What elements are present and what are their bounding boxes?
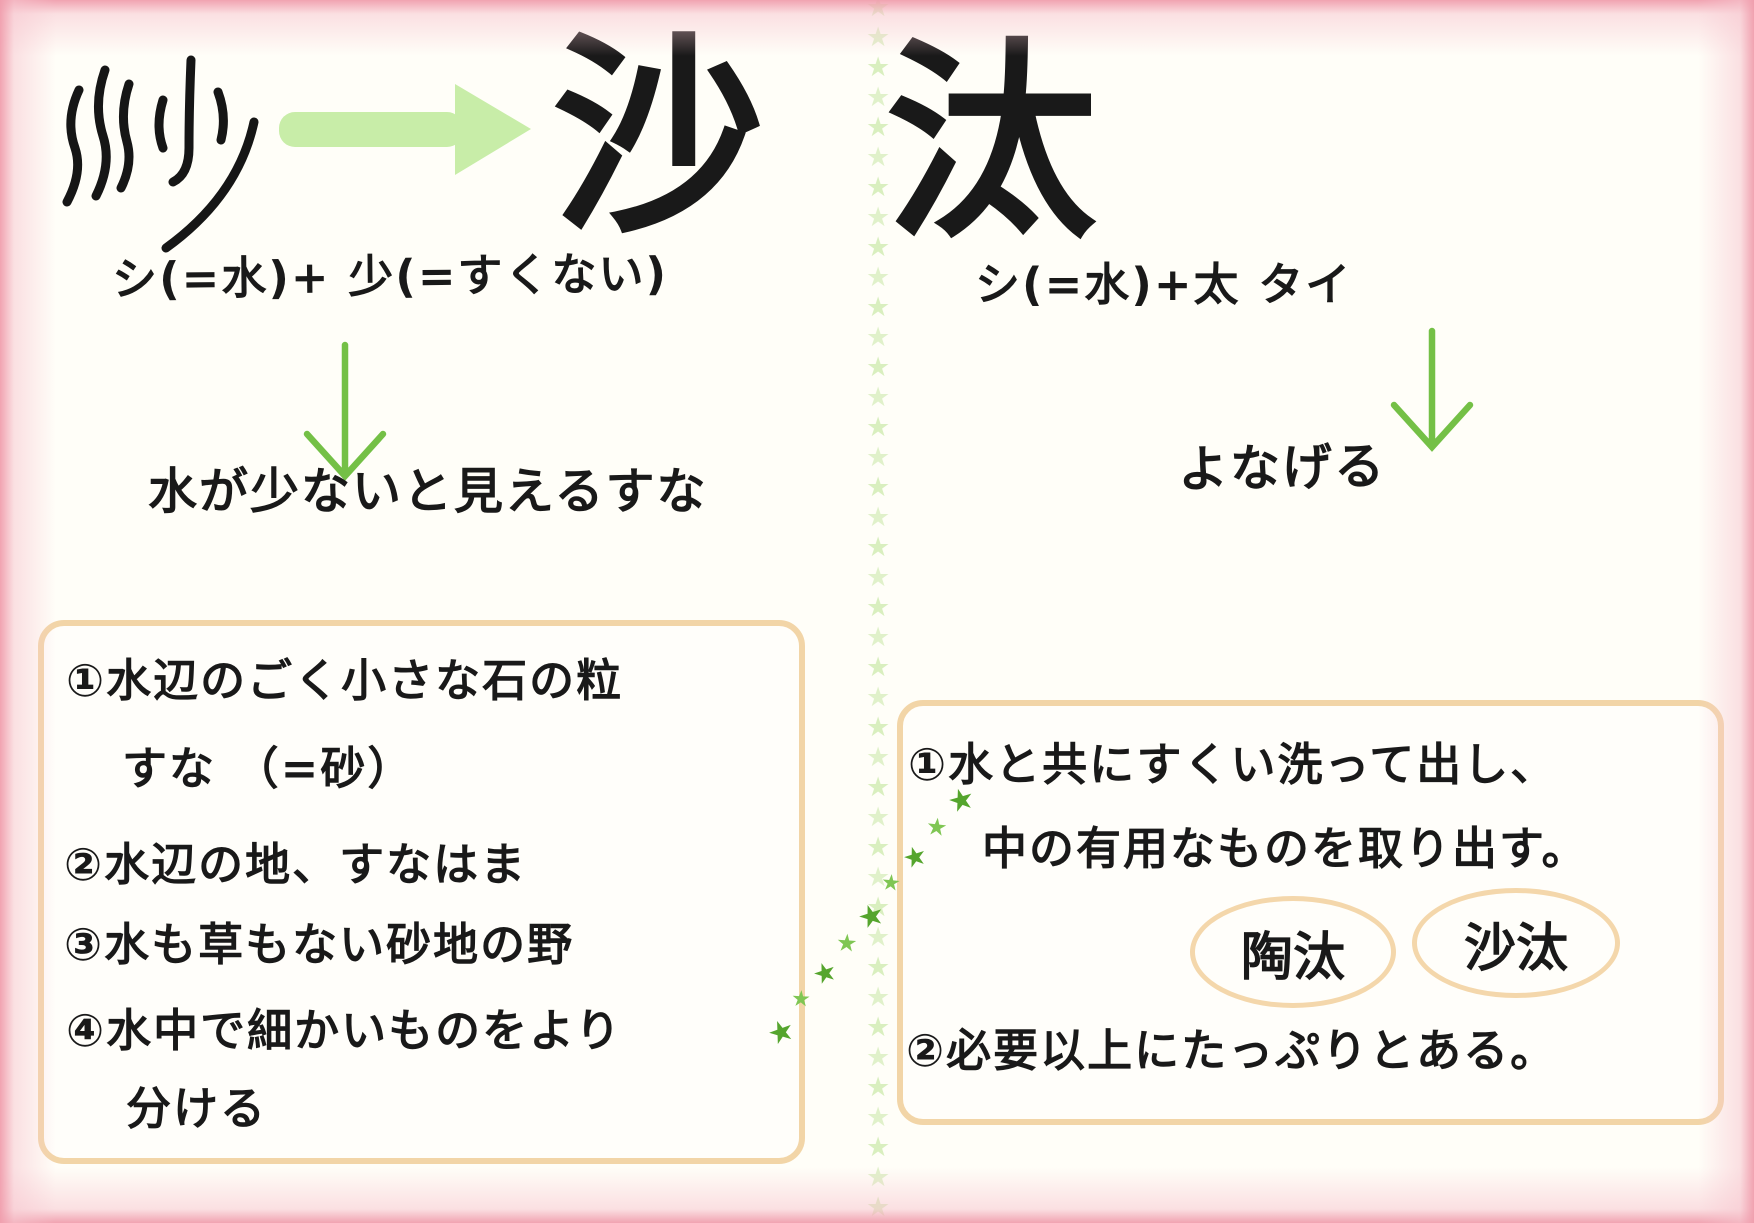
down-arrow-right — [1390, 327, 1474, 452]
left-gloss: 水が少ないと見えるすな — [148, 463, 708, 520]
circled-word-sata: 沙汰 — [1412, 888, 1620, 998]
right-reading: よなげる — [1177, 437, 1387, 499]
circled-word-touta-label: 陶汰 — [1240, 927, 1345, 988]
left-formula: シ(=水)+ 少(=すくない) — [111, 247, 669, 306]
left-def-line-6: 分ける — [126, 1082, 268, 1135]
left-big-kanji: 沙 — [552, 14, 764, 261]
left-def-line-4: ③水も草もない砂地の野 — [64, 918, 575, 971]
left-definition-box — [38, 620, 805, 1164]
right-arrow — [279, 84, 531, 175]
right-def-line-2: 中の有用なものを取り出す。 — [982, 822, 1589, 875]
circled-word-touta: 陶汰 — [1190, 896, 1396, 1008]
frame-edge-bottom — [0, 1167, 1754, 1223]
ancient-kanji-glyph — [62, 55, 259, 253]
right-formula: シ(=水)+太 タイ — [975, 258, 1353, 311]
left-def-line-5: ④水中で細かいものをより — [66, 1004, 623, 1057]
right-big-kanji: 汰 — [885, 20, 1097, 267]
circled-word-sata-label: 沙汰 — [1463, 918, 1568, 979]
right-def-line-3: ②必要以上にたっぷりとある。 — [906, 1024, 1558, 1077]
left-def-line-1: ①水辺のごく小さな石の粒 — [66, 654, 624, 707]
down-arrow-left — [303, 341, 387, 481]
left-def-line-2: すな （=砂） — [122, 742, 415, 795]
right-def-line-1: ①水と共にすくい洗って出し、 — [908, 738, 1558, 791]
left-def-line-3: ②水辺の地、すなはま — [64, 838, 528, 891]
